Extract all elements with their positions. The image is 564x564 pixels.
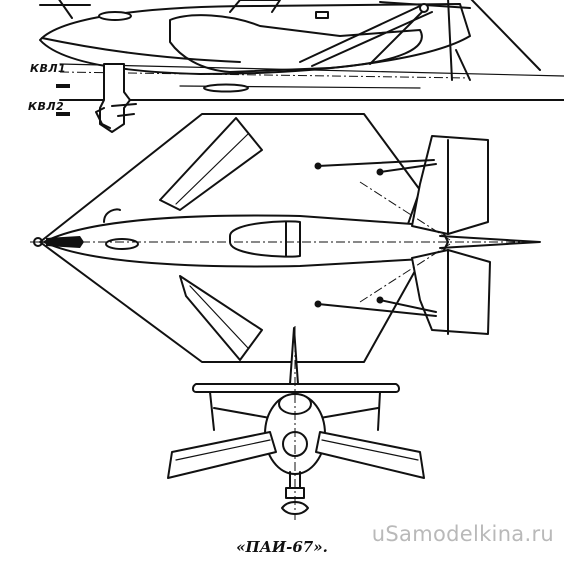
top-upper-flap-line [175,133,249,205]
side-tail-fin [447,0,541,81]
side-center-line [59,71,471,79]
outboard-motor [99,63,131,133]
front-right-wing [315,431,425,479]
front-side-struts [209,391,381,431]
side-mark-1 [56,84,70,88]
front-fin [289,327,299,385]
waterline-label-kvl1: КВЛ1 [30,62,67,75]
top-lower-flap [179,275,263,361]
side-hatch [315,11,329,19]
front-braces [213,407,379,419]
side-hull-keel [41,37,241,63]
side-tail-rudder [455,49,471,81]
side-wing [169,14,423,73]
front-left-wing [167,431,277,479]
top-strut-pin-2 [376,168,384,176]
side-hinge [419,3,429,13]
watermark: uSamodelkina.ru [371,522,554,546]
side-strut-3 [369,7,427,65]
top-bracing-1 [359,181,451,241]
top-cleat [103,208,121,223]
outboard-tiller [111,103,137,117]
front-view [167,326,425,520]
front-right-wing-line [321,439,419,461]
top-strut-1 [317,159,435,167]
top-lower-flap-line [189,285,249,349]
front-top-bar [192,383,400,393]
side-strut-1 [299,5,421,63]
top-strut-pin-3 [314,300,322,308]
top-porthole [105,238,139,250]
front-left-wing-line [175,439,271,461]
side-antenna [58,0,73,19]
top-view [30,113,541,363]
side-cockpit [229,0,281,13]
side-float [203,83,249,93]
top-upper-stabilizer [411,135,489,235]
side-porthole [98,11,132,21]
top-strut-pin-1 [314,162,322,170]
top-upper-flap [159,117,263,211]
top-lower-stabilizer [411,249,491,335]
waterline-kvl1 [59,63,564,77]
waterline-label-kvl2: КВЛ2 [28,100,65,113]
top-strut-2 [379,163,437,173]
side-view [39,0,564,133]
drawing-caption: «ПАИ-67». [236,538,328,556]
top-tail-spike [439,235,541,249]
top-strut-3 [317,303,437,317]
top-strut-pin-4 [376,296,384,304]
top-bracing-2 [359,243,451,303]
top-cockpit [229,220,301,258]
outboard-propeller [95,107,111,129]
side-mark-2 [56,112,70,116]
top-strut-4 [379,299,437,313]
